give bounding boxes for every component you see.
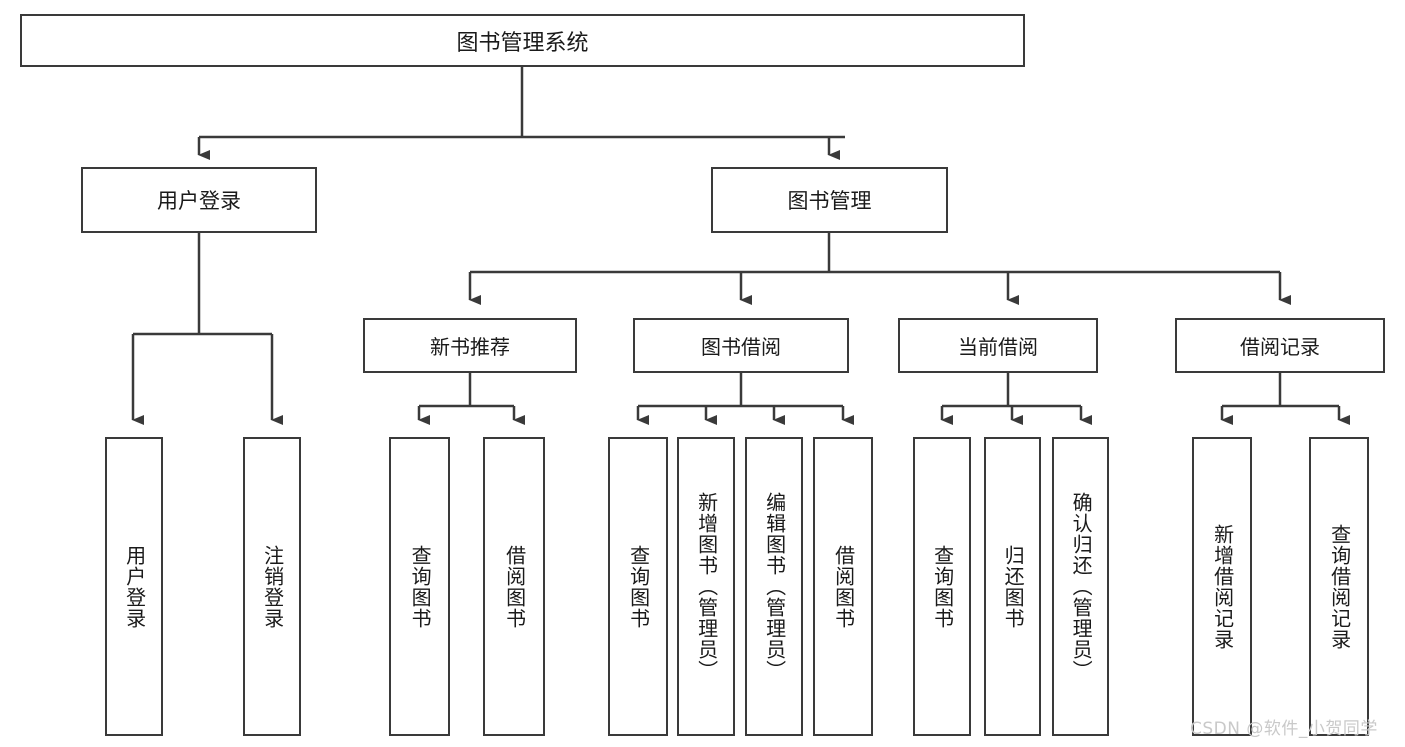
node-new-book-recommend-label: 新书推荐	[430, 335, 510, 359]
leaf-return-book-label: 归还图书	[1001, 544, 1026, 629]
node-borrow-record-label: 借阅记录	[1240, 335, 1320, 359]
csdn-watermark: CSDN @软件_小贺同学	[1190, 719, 1378, 739]
leaf-edit-book-admin[interactable]: 编辑图书（管理员）	[745, 437, 803, 736]
node-book-management[interactable]: 图书管理	[711, 167, 948, 233]
leaf-add-borrow-record-label: 新增借阅记录	[1210, 523, 1235, 650]
node-user-login-label: 用户登录	[157, 189, 241, 213]
node-book-management-label: 图书管理	[787, 189, 872, 213]
node-current-borrow-label: 当前借阅	[958, 335, 1038, 359]
leaf-query-book-new-label: 查询图书	[408, 544, 433, 629]
leaf-user-login[interactable]: 用户登录	[105, 437, 163, 736]
node-root[interactable]: 图书管理系统	[20, 14, 1025, 67]
leaf-borrow-book[interactable]: 借阅图书	[813, 437, 873, 736]
leaf-confirm-return-admin[interactable]: 确认归还（管理员）	[1052, 437, 1109, 736]
leaf-query-book-borrow-label: 查询图书	[626, 544, 651, 629]
leaf-logout[interactable]: 注销登录	[243, 437, 301, 736]
leaf-query-book-new[interactable]: 查询图书	[389, 437, 450, 736]
node-current-borrow[interactable]: 当前借阅	[898, 318, 1098, 373]
leaf-query-borrow-record-label: 查询借阅记录	[1327, 523, 1352, 650]
leaf-user-login-label: 用户登录	[122, 544, 147, 629]
node-borrow-record[interactable]: 借阅记录	[1175, 318, 1385, 373]
leaf-query-book-current-label: 查询图书	[930, 544, 955, 629]
node-user-login[interactable]: 用户登录	[81, 167, 317, 233]
leaf-confirm-return-admin-label: 确认归还（管理员）	[1069, 492, 1094, 681]
leaf-query-book-current[interactable]: 查询图书	[913, 437, 971, 736]
node-book-borrow[interactable]: 图书借阅	[633, 318, 849, 373]
leaf-query-book-borrow[interactable]: 查询图书	[608, 437, 668, 736]
leaf-borrow-book-new[interactable]: 借阅图书	[483, 437, 545, 736]
leaf-logout-label: 注销登录	[260, 544, 285, 629]
leaf-borrow-book-label: 借阅图书	[831, 544, 856, 629]
leaf-return-book[interactable]: 归还图书	[984, 437, 1041, 736]
leaf-edit-book-admin-label: 编辑图书（管理员）	[762, 492, 787, 681]
node-root-label: 图书管理系统	[456, 30, 589, 56]
leaf-add-borrow-record[interactable]: 新增借阅记录	[1192, 437, 1252, 736]
leaf-add-book-admin[interactable]: 新增图书（管理员）	[677, 437, 735, 736]
leaf-add-book-admin-label: 新增图书（管理员）	[694, 492, 719, 681]
node-new-book-recommend[interactable]: 新书推荐	[363, 318, 577, 373]
leaf-query-borrow-record[interactable]: 查询借阅记录	[1309, 437, 1369, 736]
leaf-borrow-book-new-label: 借阅图书	[502, 544, 527, 629]
node-book-borrow-label: 图书借阅	[701, 335, 781, 359]
